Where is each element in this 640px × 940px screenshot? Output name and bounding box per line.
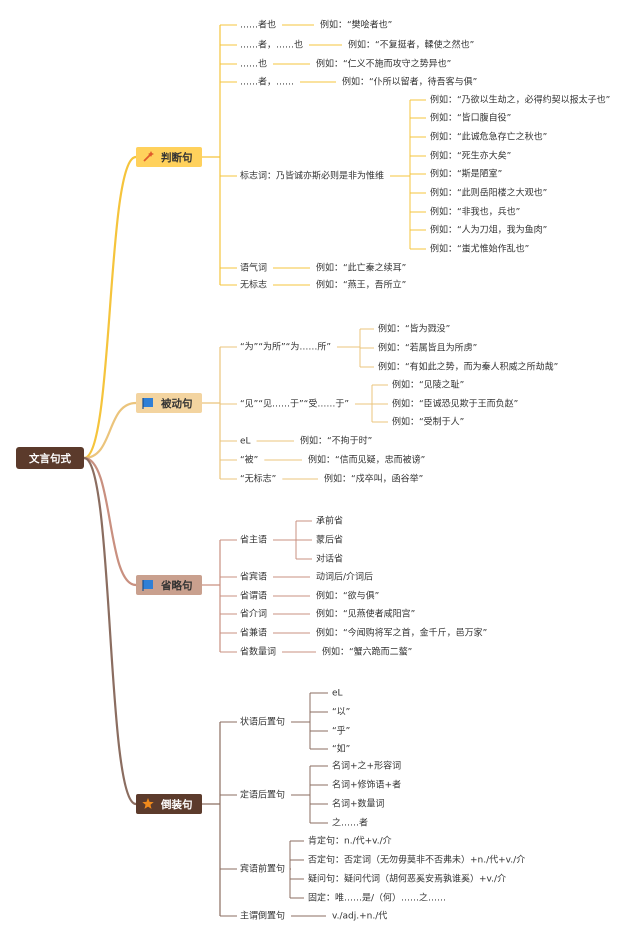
sub-item-2-0-1: 蒙后省: [316, 534, 343, 546]
sub-item-2-0-0: 承前省: [316, 515, 343, 527]
root-to-branch-curve: [83, 456, 137, 806]
sub-item-3-1-0: 名词+之+形容词: [332, 760, 401, 772]
branch-node-box: [136, 794, 202, 814]
child-label-2-5: 省数量词: [240, 646, 276, 658]
mind-map-nodes: 文言句式 判断句 ……者也 例如：“樊哙者也” ……者，……也 例如：“不复挺者，輮使之然…: [16, 19, 610, 922]
branch-node-1[interactable]: 判断句: [136, 147, 202, 167]
example-text-1-4: 例如：“戍卒叫，函谷举”: [324, 473, 423, 485]
child-label-3-0: 状语后置句: [240, 716, 285, 728]
sub-item-0-4-1: 例如：“皆口腹自役”: [430, 112, 511, 124]
example-text-2-3: 例如：“见燕使者咸阳宫”: [316, 608, 415, 620]
example-text-0-3: 例如：“仆所以留者，待吾客与俱”: [342, 76, 477, 88]
connector-lines: [83, 24, 426, 917]
root-node-box: [16, 447, 84, 469]
child-label-2-1: 省宾语: [240, 571, 267, 583]
sub-item-0-4-7: 例如：“人为刀俎，我为鱼肉”: [430, 224, 547, 236]
sub-item-3-0-1: “以”: [332, 708, 350, 718]
sub-item-3-2-0: 肯定句：n./代+v./介: [308, 835, 392, 847]
sub-item-3-0-0: eL: [332, 689, 343, 699]
example-text-1-2: 例如：“不拘于时”: [300, 435, 372, 447]
child-label-1-1: “见”“见……于”“受……于”: [240, 398, 349, 410]
child-label-3-1: 定语后置句: [240, 789, 285, 801]
child-label-0-1: ……者，……也: [240, 39, 303, 51]
example-text-3-3: v./adj.+n./代: [332, 911, 387, 922]
child-label-3-3: 主谓倒置句: [240, 910, 285, 922]
sub-item-3-1-2: 名词+数量词: [332, 798, 385, 810]
root-node-label: 文言句式: [28, 452, 71, 465]
example-text-0-2: 例如：“仁义不施而攻守之势异也”: [316, 58, 451, 70]
branch-node-label: 被动句: [161, 397, 193, 410]
branch-node-label: 省略句: [160, 579, 193, 592]
child-label-0-5: 语气词: [240, 262, 267, 274]
sub-item-3-1-1: 名词+修饰语+者: [332, 779, 401, 791]
root-to-branch-curve: [83, 401, 137, 460]
sub-item-0-4-2: 例如：“此诚危急存亡之秋也”: [430, 131, 547, 143]
sub-item-0-4-8: 例如：“蚩尤惟始作乱也”: [430, 243, 529, 255]
sub-item-1-1-2: 例如：“受制于人”: [392, 416, 464, 428]
sub-item-2-0-2: 对话省: [316, 553, 343, 565]
child-label-1-4: “无标志”: [240, 473, 276, 485]
example-text-2-4: 例如：“今闻购将军之首，金千斤，邑万家”: [316, 627, 487, 639]
sub-item-1-0-2: 例如：“有如此之势，而为秦人积威之所劫哉”: [378, 361, 558, 373]
sub-item-3-0-2: “乎”: [332, 726, 350, 737]
example-text-2-2: 例如：“欲与俱”: [316, 590, 379, 602]
flag-icon: [142, 398, 153, 409]
example-text-0-6: 例如：“燕王，吾所立”: [316, 279, 406, 291]
child-label-0-2: ……也: [240, 58, 267, 70]
sub-item-0-4-6: 例如：“非我也，兵也”: [430, 206, 520, 218]
star-icon: [142, 798, 154, 809]
child-label-2-0: 省主语: [240, 534, 267, 546]
example-text-2-5: 例如：“蟹六跪而二螯”: [322, 646, 412, 658]
child-label-1-0: “为”“为所”“为……所”: [240, 341, 331, 353]
wand-icon: [143, 151, 154, 162]
child-label-0-0: ……者也: [240, 19, 276, 31]
root-node[interactable]: 文言句式: [16, 447, 84, 469]
example-text-1-3: 例如：“信而见疑，忠而被谤”: [308, 454, 425, 466]
sub-item-0-4-3: 例如：“死生亦大矣”: [430, 150, 511, 162]
sub-item-0-4-5: 例如：“此则岳阳楼之大观也”: [430, 187, 547, 199]
sub-item-0-4-4: 例如：“斯是陋室”: [430, 168, 502, 180]
sub-item-3-0-3: “如”: [332, 743, 350, 755]
branch-node-3[interactable]: 省略句: [136, 575, 202, 595]
root-to-branch-curve: [83, 155, 137, 460]
branch-node-4[interactable]: 倒装句: [136, 794, 202, 814]
sub-item-3-1-3: 之……者: [332, 817, 368, 829]
example-text-0-0: 例如：“樊哙者也”: [320, 19, 392, 31]
sub-item-1-0-0: 例如：“皆为戮没”: [378, 323, 450, 335]
child-label-2-4: 省兼语: [240, 627, 267, 639]
branch-node-2[interactable]: 被动句: [136, 393, 202, 413]
branch-node-label: 判断句: [161, 151, 193, 164]
sub-item-1-1-0: 例如：“见陵之耻”: [392, 379, 464, 391]
wand-stick: [143, 153, 152, 162]
root-to-branch-curve: [83, 456, 137, 587]
child-label-1-2: eL: [240, 437, 251, 447]
sub-item-0-4-0: 例如：“乃欲以生劫之，必得约契以报太子也”: [430, 94, 610, 106]
star-shape: [142, 798, 154, 809]
flag-cloth: [143, 580, 153, 589]
sub-item-3-2-1: 否定句：否定词（无勿毋莫非不否弗未）+n./代+v./介: [308, 854, 525, 866]
example-text-0-5: 例如：“此亡秦之续耳”: [316, 262, 406, 274]
child-label-0-3: ……者，……: [240, 77, 294, 88]
example-text-2-1: 动词后/介词后: [316, 572, 373, 583]
flag-icon: [142, 580, 153, 591]
example-text-0-1: 例如：“不复挺者，輮使之然也”: [348, 39, 474, 51]
child-label-0-4: 标志词：乃皆诚亦斯必则是非为惟维: [240, 170, 384, 182]
child-label-0-6: 无标志: [240, 279, 267, 291]
branch-node-label: 倒装句: [160, 798, 193, 811]
sub-item-1-1-1: 例如：“臣诚恐见欺于王而负赵”: [392, 398, 518, 410]
child-label-1-3: “被”: [240, 454, 258, 466]
child-label-3-2: 宾语前置句: [240, 863, 285, 875]
sub-item-1-0-1: 例如：“若属皆且为所虏”: [378, 342, 477, 354]
flag-cloth: [143, 398, 153, 407]
sub-item-3-2-2: 疑问句：疑问代词（胡何恶奚安焉孰谁奚）+v./介: [308, 873, 506, 885]
branch-node-box: [136, 147, 202, 167]
child-label-2-3: 省介词: [240, 608, 267, 620]
sub-item-3-2-3: 固定：唯……是/（何）……之……: [308, 892, 446, 904]
wand-spark: [148, 151, 154, 157]
child-label-2-2: 省谓语: [240, 590, 267, 602]
